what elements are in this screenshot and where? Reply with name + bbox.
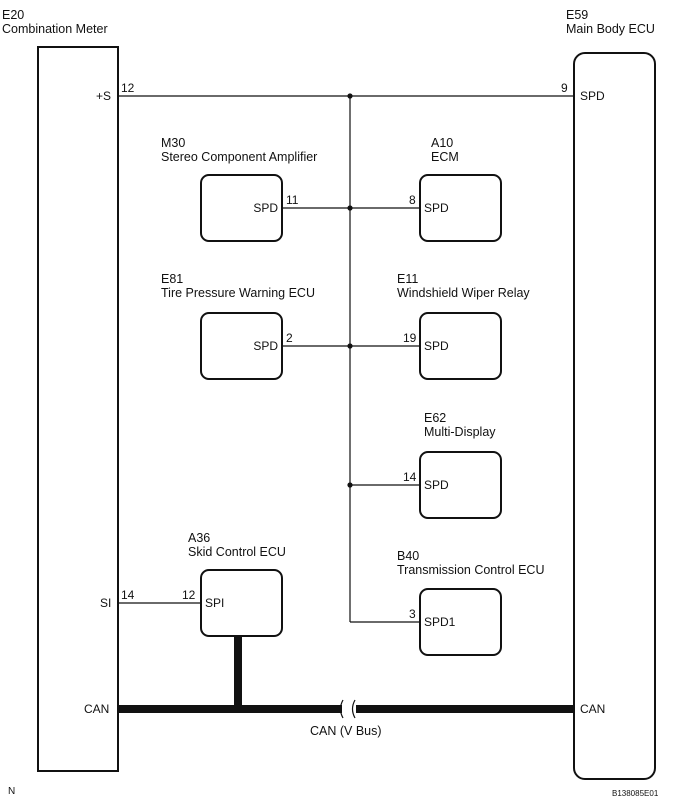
wiper-relay-name: Windshield Wiper Relay <box>397 286 530 300</box>
stereo-amp-pin-label: SPD <box>253 201 278 215</box>
stereo-amp-pin-number: 11 <box>286 193 299 207</box>
splice-dot-ecm <box>347 205 353 211</box>
stereo-amp-box <box>200 174 283 242</box>
skid-control-pin-number: 12 <box>182 588 196 602</box>
corner-mark: N <box>8 786 16 797</box>
skid-control-ecu-code: A36 <box>188 531 211 545</box>
multi-display-name: Multi-Display <box>424 425 496 439</box>
multi-display-box <box>419 451 502 519</box>
splice-dot-wiper <box>347 343 353 349</box>
main-body-spd-pin-number: 9 <box>561 81 568 95</box>
tire-pressure-pin-number: 2 <box>286 331 293 345</box>
can-break-mark-left <box>339 699 344 719</box>
main-body-ecu-box <box>573 52 656 780</box>
transmission-pin-number: 3 <box>409 607 416 621</box>
can-break-mark-right <box>351 699 356 719</box>
main-body-ecu-name: Main Body ECU <box>566 22 655 36</box>
combination-meter-code: E20 <box>2 8 25 22</box>
can-bus-label: CAN (V Bus) <box>310 724 382 738</box>
transmission-pin-label: SPD1 <box>424 615 456 629</box>
multi-display-code: E62 <box>424 411 447 425</box>
wiper-relay-box <box>419 312 502 380</box>
transmission-ecu-name: Transmission Control ECU <box>397 563 545 577</box>
main-body-spd-label: SPD <box>580 89 605 103</box>
tire-pressure-pin-label: SPD <box>253 339 278 353</box>
meter-si-pin-number: 14 <box>121 588 135 602</box>
ecm-pin-number: 8 <box>409 193 416 207</box>
tire-pressure-ecu-code: E81 <box>161 272 184 286</box>
transmission-ecu-box <box>419 588 502 656</box>
stereo-amp-name: Stereo Component Amplifier <box>161 150 318 164</box>
stereo-amp-code: M30 <box>161 136 186 150</box>
figure-id: B138085E01 <box>612 789 659 798</box>
meter-spd-label: +S <box>96 89 112 103</box>
main-body-can-label: CAN <box>580 702 606 716</box>
meter-spd-pin-number: 12 <box>121 81 135 95</box>
multi-display-pin-label: SPD <box>424 478 449 492</box>
wiper-relay-code: E11 <box>397 272 419 286</box>
ecm-box <box>419 174 502 242</box>
combination-meter-name: Combination Meter <box>2 22 108 36</box>
meter-can-label: CAN <box>84 702 110 716</box>
meter-si-label: SI <box>100 596 112 610</box>
main-body-ecu-code: E59 <box>566 8 589 22</box>
skid-control-ecu-name: Skid Control ECU <box>188 545 286 559</box>
splice-dot-top <box>347 93 353 99</box>
skid-control-pin-label: SPI <box>205 596 225 610</box>
tire-pressure-ecu-box <box>200 312 283 380</box>
ecm-name: ECM <box>431 150 459 164</box>
skid-control-ecu-box <box>200 569 283 637</box>
ecm-pin-label: SPD <box>424 201 449 215</box>
tire-pressure-ecu-name: Tire Pressure Warning ECU <box>161 286 315 300</box>
wiper-relay-pin-label: SPD <box>424 339 449 353</box>
splice-dot-display <box>347 482 353 488</box>
multi-display-pin-number: 14 <box>403 470 417 484</box>
combination-meter-box <box>37 46 119 772</box>
ecm-code: A10 <box>431 136 454 150</box>
wiper-relay-pin-number: 19 <box>403 331 417 345</box>
transmission-ecu-code: B40 <box>397 549 420 563</box>
